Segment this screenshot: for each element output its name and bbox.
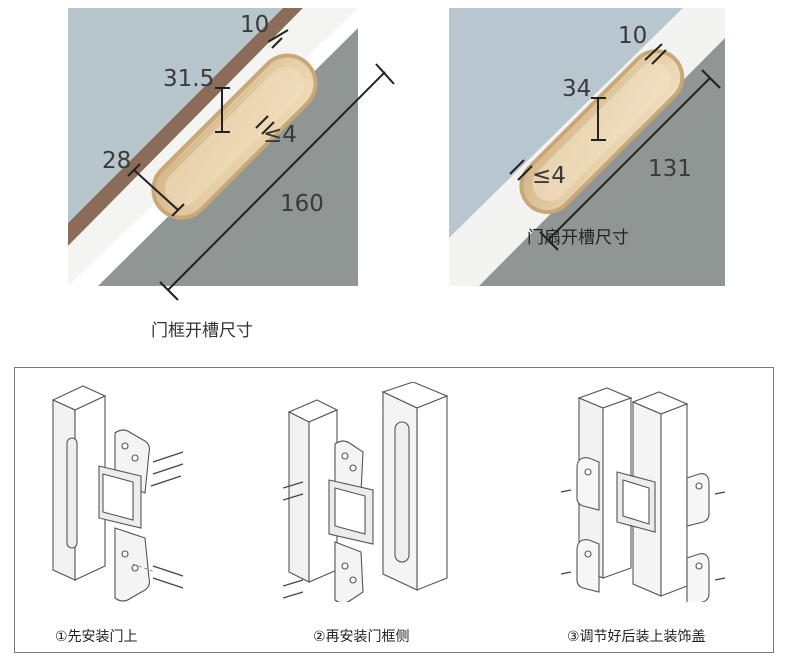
frame-dimension-lines	[127, 29, 395, 301]
frame-slot-caption: 门框开槽尺寸	[151, 321, 253, 341]
step1-caption: ①先安装门上	[55, 629, 138, 645]
door-slot-illustration	[449, 8, 725, 286]
door-dim-131: 131	[648, 156, 692, 182]
frame-slot-photo	[68, 8, 358, 286]
step1-illustration	[51, 385, 184, 602]
frame-dim-10: 10	[240, 12, 270, 38]
frame-slot-illustration	[68, 8, 358, 286]
door-dim-10: 10	[618, 23, 648, 49]
door-dimension-lines	[509, 43, 721, 251]
installation-steps-panel: ①先安装门上 ②再安装门框侧	[14, 367, 774, 653]
door-dim-34: 34	[562, 76, 592, 102]
step3-caption: ③调节好后装上装饰盖	[567, 629, 706, 645]
frame-dim-31-5: 31.5	[163, 66, 215, 92]
door-slot-caption: 门扇开槽尺寸	[527, 228, 629, 248]
step3-illustration	[560, 387, 726, 602]
door-dim-le4: ≤4	[532, 163, 566, 189]
frame-dim-28: 28	[102, 148, 132, 174]
step2-illustration	[283, 382, 449, 602]
frame-dim-le4: ≤4	[263, 122, 297, 148]
door-slot-photo	[449, 8, 725, 286]
step2-caption: ②再安装门框侧	[313, 629, 410, 645]
frame-dim-160: 160	[280, 191, 324, 217]
